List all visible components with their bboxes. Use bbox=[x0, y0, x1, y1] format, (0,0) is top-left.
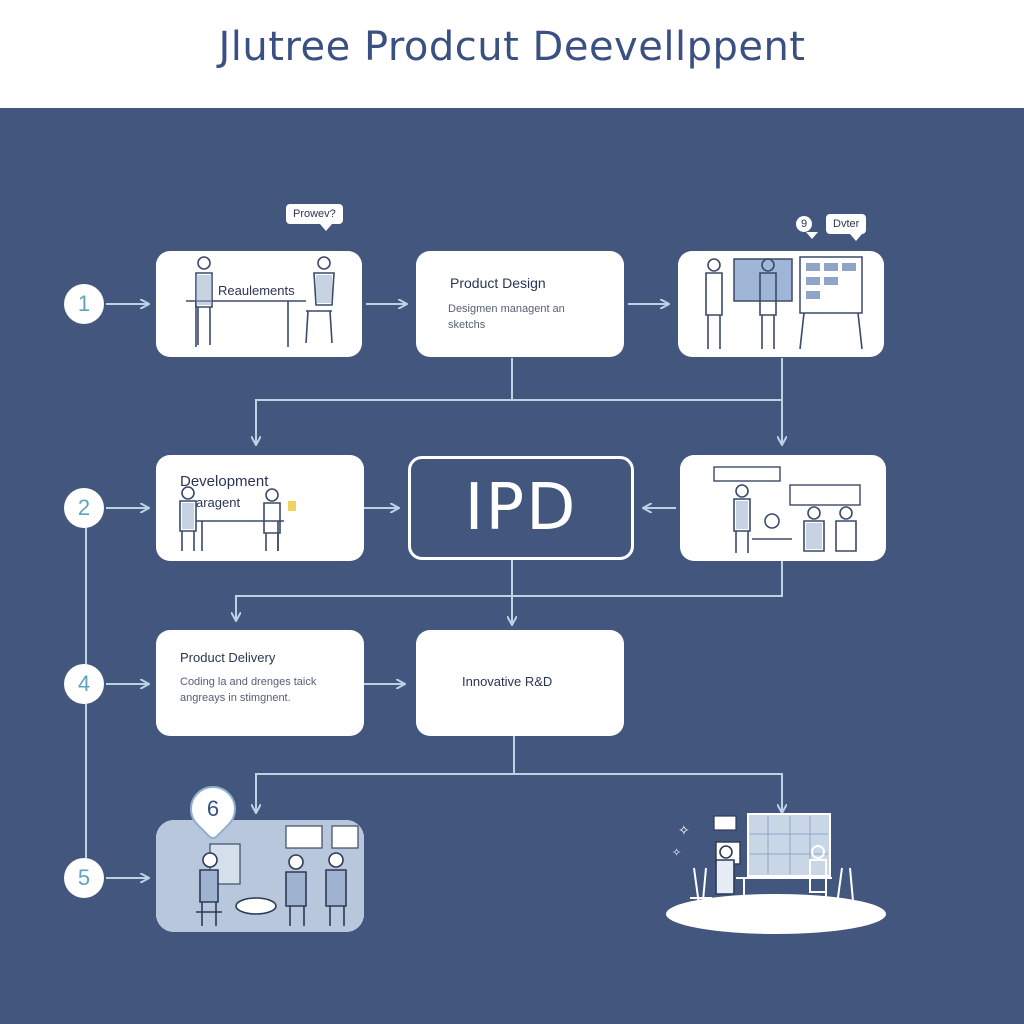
product-design-subtitle: Desigmen managent an sketchs bbox=[448, 303, 565, 331]
sparkle-icon: ✧ bbox=[678, 822, 690, 838]
design-review-illustration bbox=[705, 256, 863, 350]
product-delivery-title: Product Delivery bbox=[180, 650, 276, 665]
ipd-label: IPD bbox=[464, 471, 578, 545]
innovative-rd-title: Innovative R&D bbox=[462, 674, 553, 689]
speech-bubble-mark: 9 bbox=[796, 216, 818, 239]
product-design-title: Product Design bbox=[450, 275, 546, 291]
product-delivery-box: Product Delivery Coding la and drenges t… bbox=[156, 630, 364, 736]
product-design-box: Product Design Desigmen managent an sket… bbox=[416, 251, 624, 357]
connector-design-development bbox=[256, 358, 513, 444]
development-illustration bbox=[179, 486, 296, 551]
header: Jlutree Prodcut Deevellppent bbox=[0, 0, 1024, 108]
connector-innovative-workshop bbox=[256, 736, 515, 812]
speech-bubble-dvter: Dvter bbox=[826, 214, 867, 241]
speech-bubble-prowev: Prowev? bbox=[286, 204, 343, 231]
requirements-box: Reaulements bbox=[156, 251, 362, 357]
workshop-box bbox=[156, 820, 364, 932]
workstation-illustration bbox=[666, 813, 886, 934]
team-collaboration-illustration bbox=[713, 466, 861, 553]
step-number-4: 4 bbox=[64, 664, 104, 704]
ipd-hub: IPD bbox=[408, 456, 634, 560]
development-subtitle: aragent bbox=[196, 495, 241, 510]
product-delivery-subtitle: Coding la and drenges taick angreays in … bbox=[180, 676, 317, 704]
requirements-illustration bbox=[186, 256, 335, 347]
sparkle-icon: ✧ bbox=[672, 847, 682, 859]
team-collaboration-box bbox=[680, 455, 886, 561]
diagram-canvas: 1 2 4 5 Prowev? Dvter 9 Reaulements Prod bbox=[0, 108, 1024, 1024]
step-number-5: 5 bbox=[64, 858, 104, 898]
requirements-title: Reaulements bbox=[218, 283, 295, 298]
innovative-rd-box: Innovative R&D bbox=[416, 630, 624, 736]
connector-innovative-workstation bbox=[514, 773, 782, 812]
development-box: Development aragent bbox=[156, 455, 364, 561]
design-review-box bbox=[678, 251, 884, 357]
step-number-1: 1 bbox=[64, 284, 104, 324]
workshop-illustration bbox=[156, 820, 364, 932]
connector-ipd-delivery bbox=[236, 560, 513, 620]
page-title: Jlutree Prodcut Deevellppent bbox=[218, 24, 806, 70]
step-number-2: 2 bbox=[64, 488, 104, 528]
development-title: Development bbox=[180, 473, 269, 490]
